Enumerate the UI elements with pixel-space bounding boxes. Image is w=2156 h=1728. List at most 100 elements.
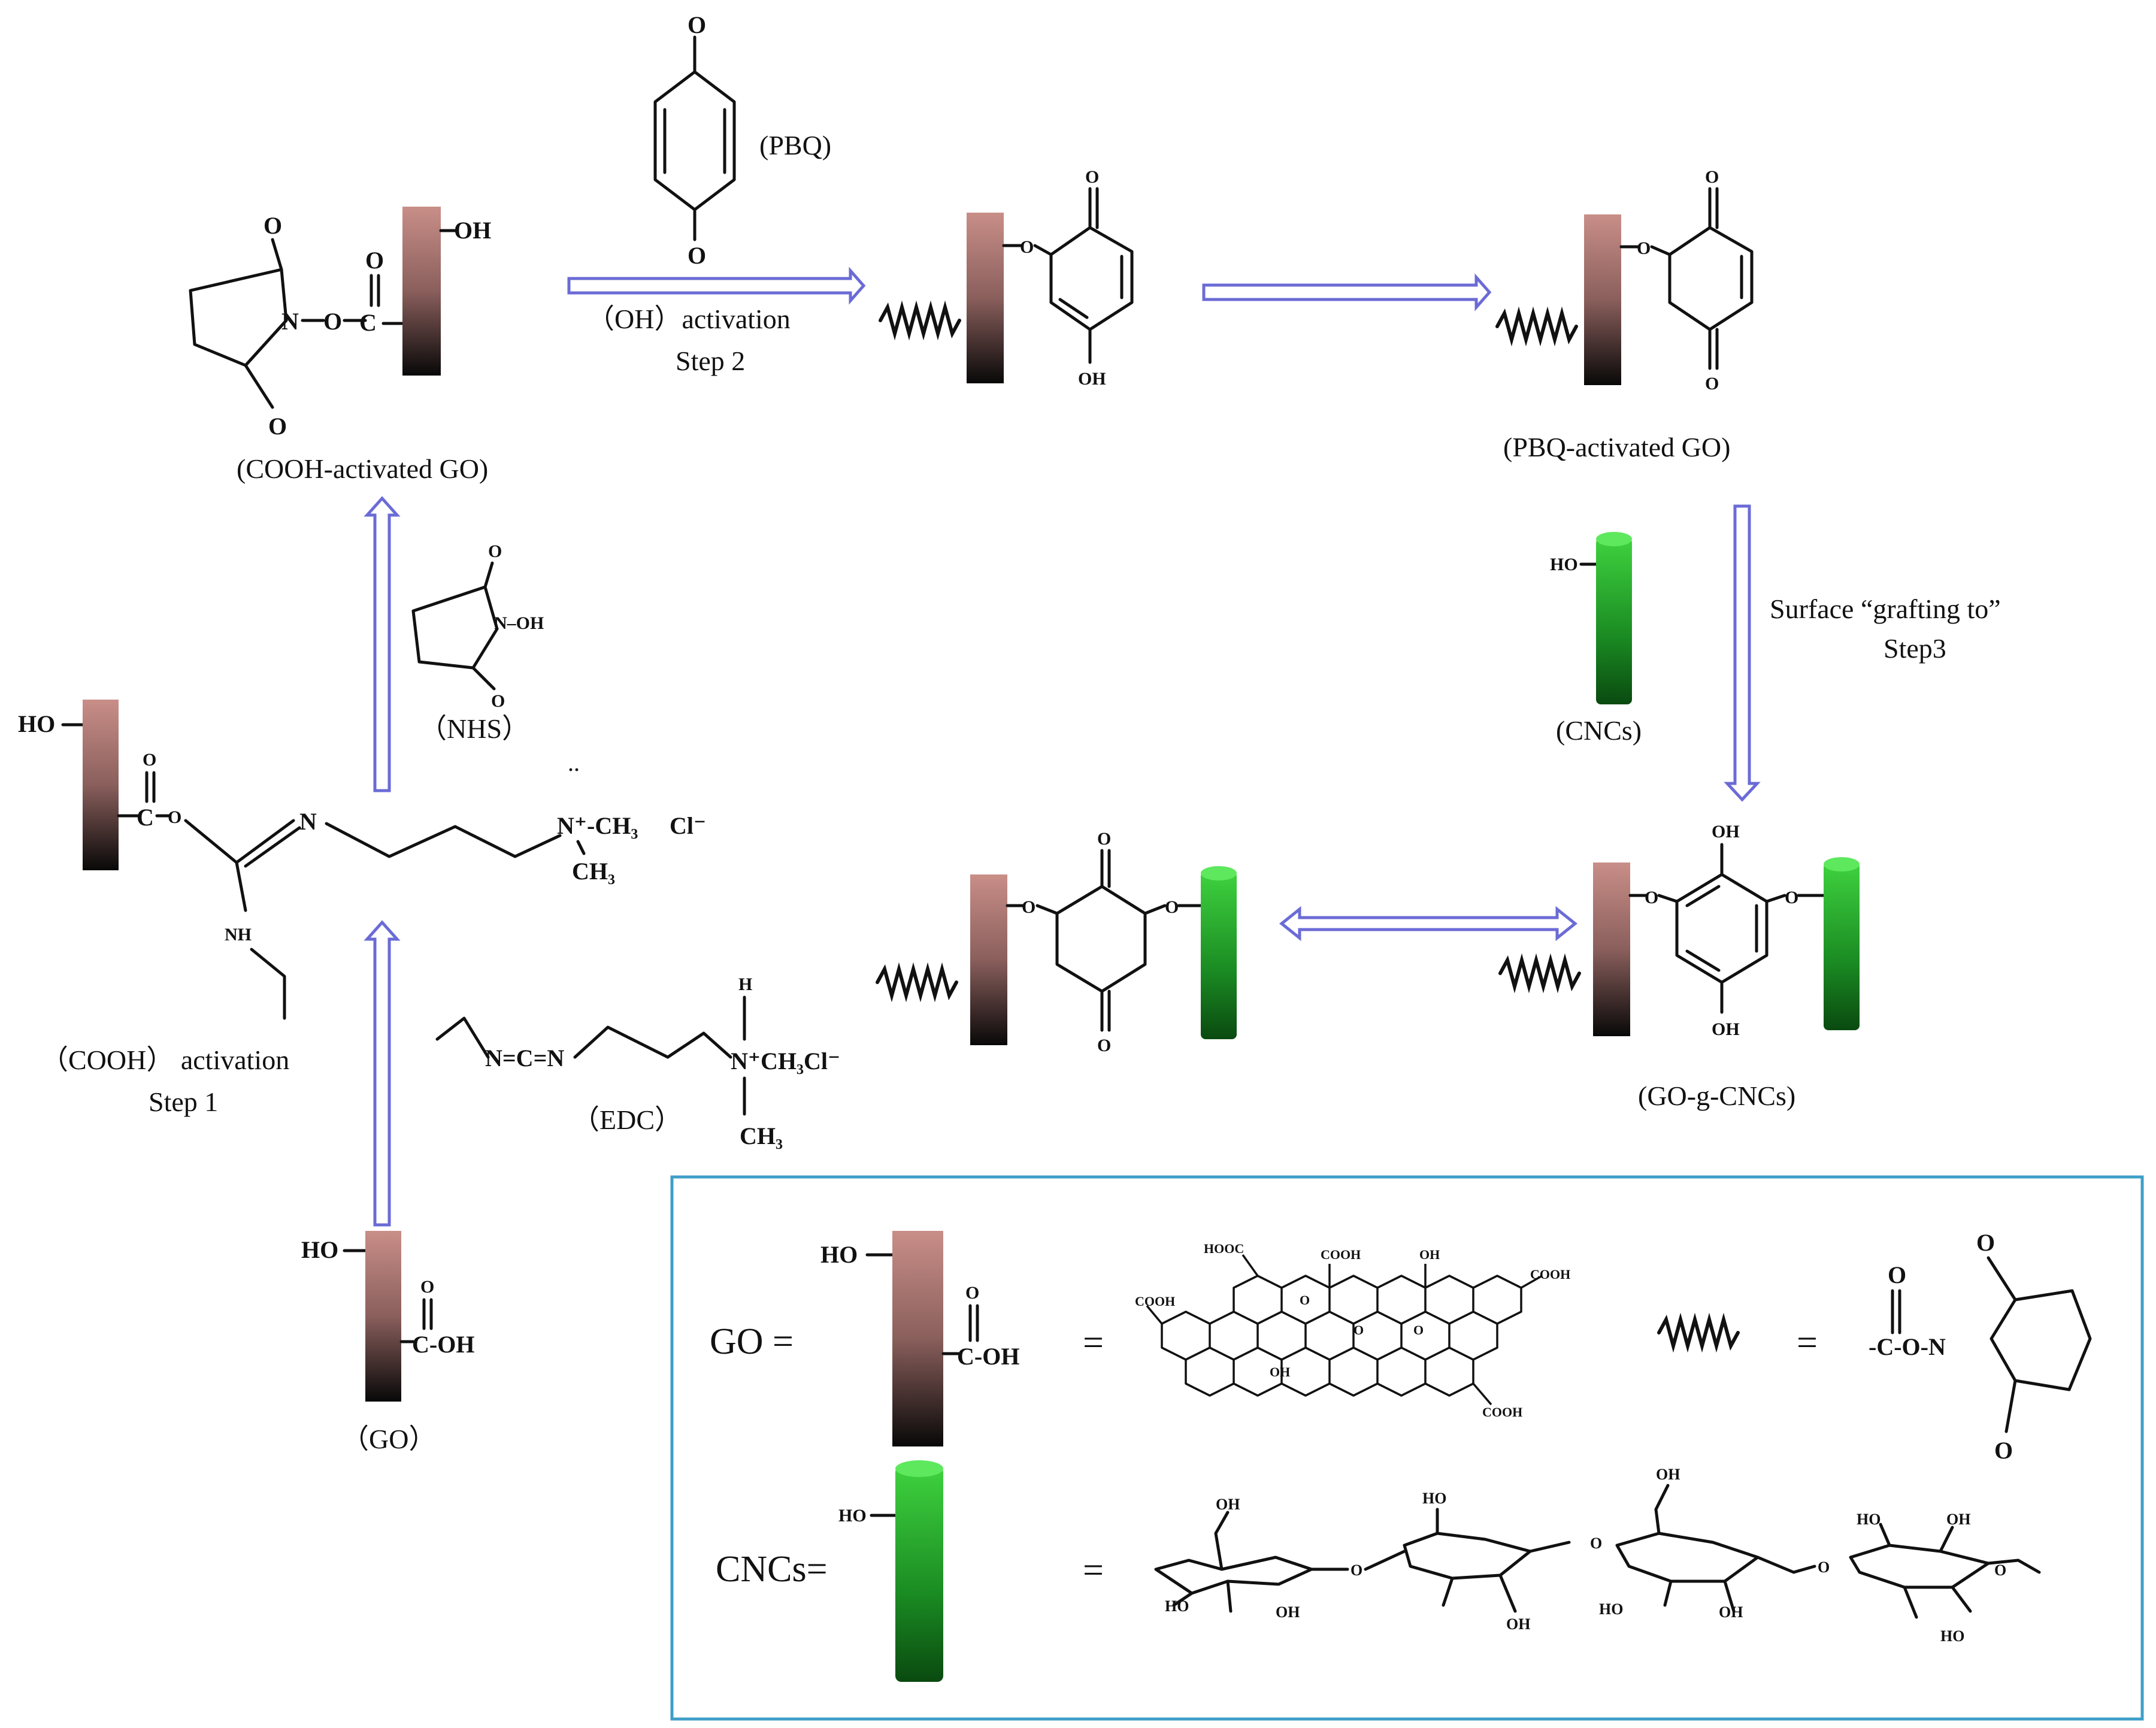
atom-o: O: [1022, 897, 1035, 917]
atom-cooh: COOH: [1530, 1267, 1570, 1282]
atom-o: O: [965, 1283, 979, 1303]
atom-oh: OH: [1712, 1019, 1740, 1039]
atom-n: N: [299, 808, 317, 835]
atom-o: O: [365, 247, 384, 274]
atom-oh: OH: [1506, 1615, 1530, 1633]
nhs-molecule: O N–OH O: [411, 541, 544, 711]
legend-equals: =: [1083, 1323, 1104, 1363]
atom-o: O: [1097, 1036, 1111, 1055]
atom-o: O: [1705, 374, 1719, 394]
atom-o: O: [168, 807, 181, 827]
atom-cl: Cl⁻: [670, 812, 706, 839]
atom-ho: HO: [820, 1241, 858, 1268]
cnc-rod: [1201, 871, 1237, 1039]
atom-o: O: [1590, 1535, 1602, 1552]
go-structure-sketch: HOOC COOH OH COOH COOH COOH OH O O O: [1135, 1241, 1570, 1420]
label-pbq: (PBQ): [759, 130, 831, 161]
pbq-activated-go: O O O: [1497, 167, 1754, 394]
label-edc: （EDC）: [572, 1104, 682, 1135]
legend-equals: =: [1797, 1323, 1818, 1363]
pbq-adduct: O O OH: [880, 167, 1134, 389]
legend-go-sheet: [892, 1231, 943, 1446]
arrow-tautomer: [1202, 273, 1492, 311]
label-pbq-activated-go: (PBQ-activated GO): [1503, 432, 1730, 462]
cooh-activated-go: O N O O C O OH: [189, 207, 491, 440]
label-oh-activation: （OH）activation: [587, 304, 791, 334]
legend-linker: -C-O-N: [1869, 1333, 1946, 1360]
product-keto: O O O O: [877, 829, 1237, 1055]
arrow-nhs: [364, 496, 401, 792]
atom-oh: OH: [1270, 1364, 1290, 1379]
go-sheet: [1584, 214, 1621, 385]
atom-o: O: [1994, 1437, 2013, 1464]
atom-o: O: [1020, 237, 1034, 257]
label-go: （GO）: [341, 1424, 436, 1454]
atom-c: C: [359, 309, 377, 336]
atom-o: O: [268, 413, 287, 440]
atom-cooh: COOH: [1482, 1405, 1522, 1420]
atom-n: N: [281, 308, 299, 335]
label-surface-grafting: Surface “grafting to”: [1770, 594, 2001, 624]
atom-oh: OH: [1419, 1247, 1440, 1262]
atom-coh: C-OH: [957, 1343, 1019, 1370]
atom-ho: HO: [1940, 1627, 1964, 1645]
legend-equals: =: [1083, 1550, 1104, 1591]
atom-oh: OH: [1078, 369, 1106, 389]
atom-o: O: [1785, 888, 1798, 907]
atom-o: O: [1350, 1561, 1362, 1579]
atom-o: O: [1645, 888, 1658, 907]
go-sheet: [402, 207, 441, 376]
atom-o: O: [488, 541, 502, 561]
atom-cooh: COOH: [1135, 1294, 1175, 1309]
atom-o: O: [688, 11, 706, 38]
atom-noh: N–OH: [494, 613, 544, 633]
atom-ho: HO: [838, 1506, 867, 1526]
arrow-step3: [1724, 504, 1761, 802]
atom-ho: HO: [1422, 1490, 1446, 1507]
atom-nplus-ch3cl: N⁺CH₃Cl⁻: [731, 1048, 840, 1075]
atom-oh: OH: [1216, 1496, 1240, 1513]
label-step3: Step3: [1884, 633, 1946, 664]
atom-ch3: CH₃: [740, 1122, 783, 1149]
atom-oh: OH: [1276, 1603, 1300, 1621]
atom-ho: HO: [1165, 1597, 1189, 1615]
atom-o: O: [1705, 167, 1719, 187]
label-nhs: （NHS）: [419, 713, 529, 744]
go-molecule: HO C-OH O: [301, 1231, 474, 1402]
arrows: [364, 267, 1761, 1227]
atom-hooc: HOOC: [1204, 1241, 1244, 1256]
cncs-molecule: HO: [1550, 532, 1632, 704]
atom-o: O: [420, 1277, 434, 1297]
label-go-g-cncs: (GO-g-CNCs): [1638, 1081, 1795, 1111]
go-sheet: [1593, 863, 1630, 1036]
atom-o: O: [264, 212, 282, 239]
label-step1: Step 1: [149, 1087, 218, 1117]
atom-o: O: [1097, 829, 1111, 849]
label-cooh-activated-go: (COOH-activated GO): [237, 453, 488, 484]
label-cncs: (CNCs): [1556, 715, 1642, 746]
atom-oh: OH: [454, 217, 491, 244]
atom-h: H: [738, 975, 752, 994]
atom-o: O: [1976, 1229, 1995, 1256]
edc-molecule: N=C=N H N⁺CH₃Cl⁻ CH₃: [435, 975, 840, 1149]
atom-o: O: [491, 691, 505, 711]
atom-ch3: CH₃: [572, 858, 615, 885]
atom-ho: HO: [18, 710, 55, 737]
atom-ho: HO: [1550, 555, 1578, 574]
atom-o: O: [1994, 1561, 2006, 1579]
atom-o: O: [688, 242, 706, 269]
atom-oh: OH: [1656, 1466, 1680, 1483]
atom-o: O: [1353, 1323, 1364, 1337]
atom-nplus-ch3: N⁺-CH₃: [557, 812, 638, 839]
legend-border: [670, 1175, 2144, 1721]
atom-oh: OH: [1712, 822, 1740, 842]
cnc-rod: [1596, 538, 1632, 704]
atom-o: O: [323, 308, 342, 335]
atom-o: O: [1888, 1261, 1906, 1288]
legend-cncs-eq: CNCs=: [716, 1549, 828, 1590]
atom-o: O: [1085, 167, 1099, 187]
arrow-equilibrium: [1279, 906, 1578, 942]
pbq-molecule: O O (PBQ): [653, 11, 831, 269]
go-sheet: [83, 700, 119, 870]
lone-pair: ··: [568, 760, 580, 780]
